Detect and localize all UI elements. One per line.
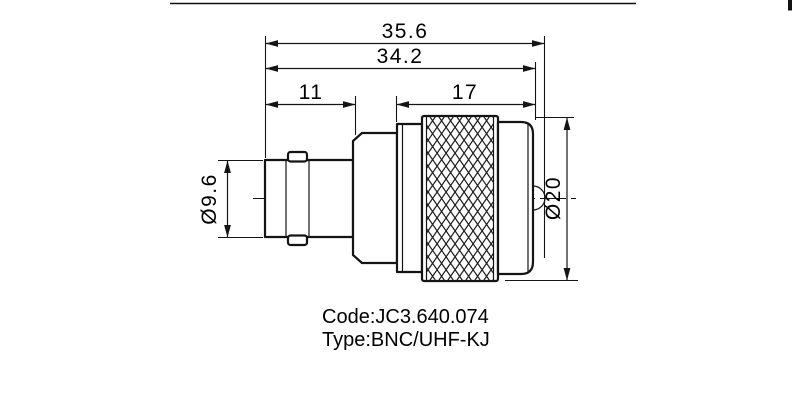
knurl-hatch-line	[456, 227, 493, 280]
knurl-hatch-line	[429, 188, 493, 280]
knurl-hatch-line	[427, 162, 493, 260]
dim-label-coupler-section: 17	[452, 81, 478, 104]
knurl-hatch-line	[427, 202, 481, 280]
knurl-hatch-line	[427, 215, 472, 280]
knurl-hatch-line	[427, 241, 454, 280]
knurl-hatch-line	[427, 117, 463, 169]
dimension-arrowhead	[265, 40, 278, 47]
dim-label-body-length: 34.2	[377, 45, 424, 68]
dimension-arrowhead	[523, 101, 536, 108]
dimension-arrowhead	[343, 101, 356, 108]
knurl-hatch-line	[427, 117, 454, 156]
dimension-arrowhead	[224, 225, 231, 238]
dim-label-bnc-section: 11	[299, 81, 324, 104]
knurl-hatch-line	[427, 117, 490, 208]
part-type-text: Type:BNC/UHF-KJ	[322, 329, 490, 351]
knurl-hatch-line	[438, 201, 493, 280]
knurl-hatch-line	[427, 228, 463, 280]
knurl-hatch-line	[427, 136, 493, 234]
knurl-hatch-line	[465, 240, 493, 280]
knurl-hatch-line	[465, 117, 493, 157]
dimension-arrowhead	[563, 117, 571, 130]
top-right-artifact-mark	[788, 0, 792, 11]
cone-transition-outline	[351, 131, 399, 265]
dimension-arrowhead	[265, 65, 278, 72]
dimension-arrowhead	[532, 40, 545, 47]
knurl-hatch-line	[427, 123, 493, 221]
knurl-hatch-line	[427, 149, 493, 247]
dimension-arrowhead	[224, 160, 231, 173]
bayonet-lug-bottom	[286, 234, 309, 247]
knurl-hatch-line	[447, 214, 493, 280]
knurl-hatch-line	[447, 117, 493, 183]
dim-label-overall-length: 35.6	[382, 20, 429, 43]
knurl-crosshatch-pattern	[427, 117, 493, 280]
knurl-hatch-line	[456, 117, 493, 170]
dimension-arrowhead	[265, 101, 278, 108]
dim-label-bnc-diameter: Ø9.6	[198, 173, 221, 225]
knurl-hatch-line	[427, 117, 481, 195]
dimension-arrowhead	[563, 268, 571, 281]
end-cap-outline	[496, 120, 535, 276]
dimension-arrowhead	[523, 65, 536, 72]
dimension-arrowheads	[224, 40, 571, 281]
dimension-arrowhead	[396, 101, 409, 108]
coupler-ring-outline	[395, 122, 424, 274]
dim-label-body-diameter: Ø20	[542, 176, 565, 220]
knurl-hatch-line	[438, 117, 493, 196]
part-code-text: Code:JC3.640.074	[322, 306, 489, 328]
knurl-hatch-line	[427, 175, 493, 273]
knurl-hatch-line	[427, 117, 472, 182]
bayonet-lug-top	[286, 150, 309, 163]
